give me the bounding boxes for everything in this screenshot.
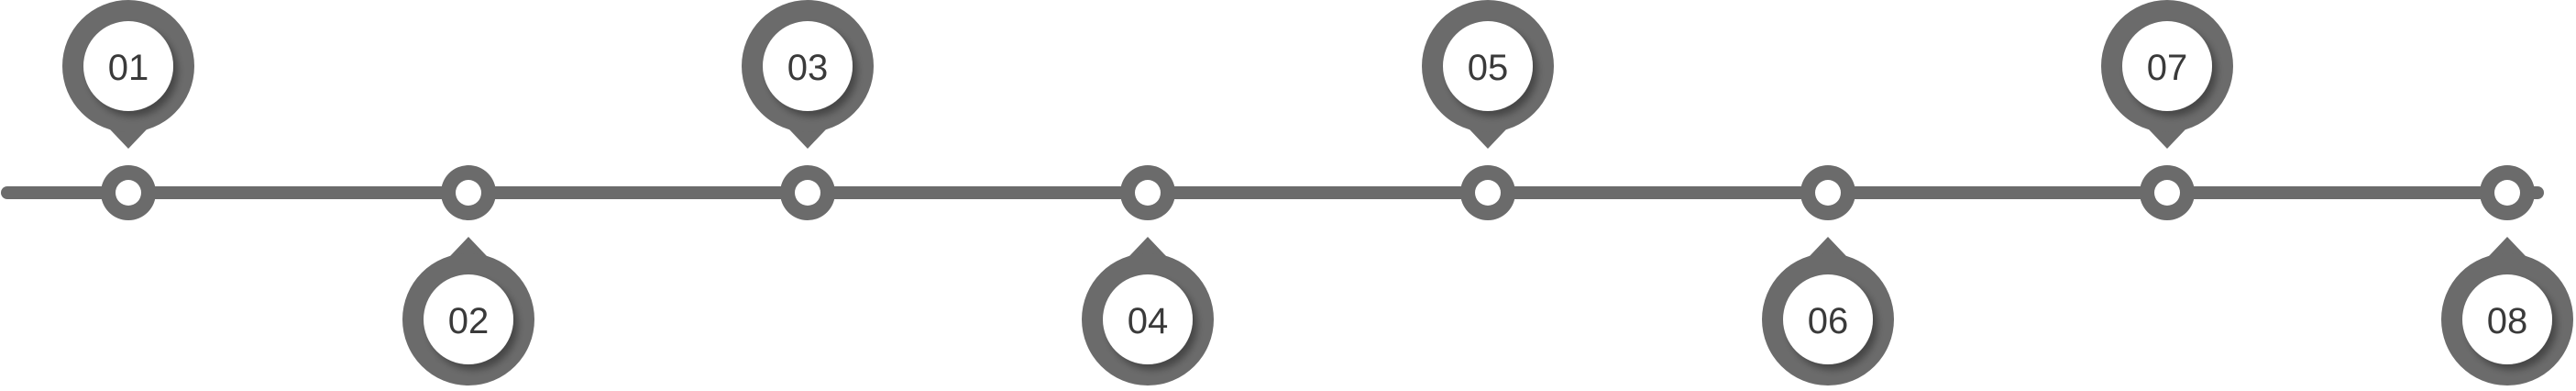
timeline-step: 01 xyxy=(62,0,194,220)
pin-disc xyxy=(1443,21,1533,111)
timeline-step: 02 xyxy=(402,165,534,385)
timeline-marker-center xyxy=(2154,180,2180,206)
pin-disc xyxy=(2462,274,2552,364)
pin-disc xyxy=(1103,274,1193,364)
step-label: 04 xyxy=(1128,301,1169,341)
step-label: 02 xyxy=(448,301,490,341)
pin-disc xyxy=(83,21,173,111)
timeline-marker-center xyxy=(456,180,481,206)
timeline-steps: 01 02 03 04 05 06 07 08 xyxy=(62,0,2573,385)
timeline-marker-center xyxy=(1135,180,1161,206)
timeline-step: 07 xyxy=(2101,0,2233,220)
step-label: 07 xyxy=(2147,48,2188,88)
timeline-marker-center xyxy=(1475,180,1501,206)
timeline-marker-center xyxy=(795,180,820,206)
pin-disc xyxy=(1783,274,1873,364)
timeline-step: 06 xyxy=(1762,165,1894,385)
timeline-step: 08 xyxy=(2441,165,2573,385)
step-label: 08 xyxy=(2487,301,2528,341)
step-label: 06 xyxy=(1808,301,1849,341)
step-label: 05 xyxy=(1468,48,1509,88)
pin-disc xyxy=(2122,21,2212,111)
pin-disc xyxy=(763,21,853,111)
step-label: 03 xyxy=(787,48,829,88)
timeline-marker-center xyxy=(116,180,141,206)
timeline-step: 05 xyxy=(1422,0,1554,220)
pin-disc xyxy=(424,274,513,364)
timeline-step: 03 xyxy=(742,0,874,220)
timeline-step: 04 xyxy=(1082,165,1214,385)
timeline-marker-center xyxy=(1815,180,1841,206)
timeline-marker-center xyxy=(2494,180,2520,206)
step-label: 01 xyxy=(108,48,149,88)
